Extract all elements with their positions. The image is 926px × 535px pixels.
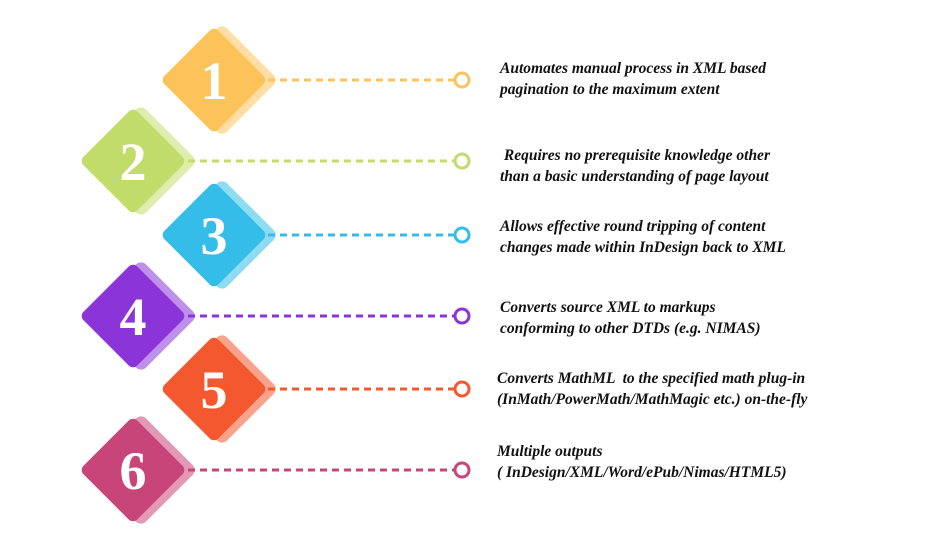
diamond-front-5 xyxy=(162,337,266,441)
description-3-line-1: Allows effective round tripping of conte… xyxy=(500,218,766,235)
description-6-line-1: Multiple outputs xyxy=(497,443,603,460)
description-2-line-2: than a basic understanding of page layou… xyxy=(500,168,769,185)
end-circle-1 xyxy=(453,71,471,89)
description-5-line-2: (InMath/PowerMath/MathMagic etc.) on-the… xyxy=(497,391,808,408)
diamond-front-3 xyxy=(162,183,266,287)
item-1: 1 xyxy=(162,26,471,134)
description-2-line-1: Requires no prerequisite knowledge other xyxy=(500,147,770,164)
end-circle-2 xyxy=(453,152,471,170)
item-3: 3 xyxy=(162,181,471,289)
description-4-line-1: Converts source XML to markups xyxy=(500,299,716,316)
number-5: 5 xyxy=(201,360,228,420)
diamond-front-1 xyxy=(162,28,266,132)
description-4: Converts source XML to markups conformin… xyxy=(500,297,761,339)
number-3: 3 xyxy=(201,206,228,266)
end-circle-3 xyxy=(453,226,471,244)
description-1-line-1: Automates manual process in XML based xyxy=(500,60,766,77)
end-circle-5 xyxy=(453,380,471,398)
diamond-front-2 xyxy=(81,109,185,213)
number-2: 2 xyxy=(120,132,147,192)
description-6: Multiple outputs ( InDesign/XML/Word/ePu… xyxy=(497,441,787,483)
description-3-line-2: changes made within InDesign back to XML xyxy=(500,239,786,256)
number-4: 4 xyxy=(120,287,147,347)
diamond-front-4 xyxy=(81,264,185,368)
item-4: 4 xyxy=(81,262,471,370)
item-2: 2 xyxy=(81,107,471,215)
item-5: 5 xyxy=(162,335,471,443)
description-5: Converts MathML to the specified math pl… xyxy=(497,368,807,410)
description-1-line-2: pagination to the maximum extent xyxy=(500,81,720,98)
description-1: Automates manual process in XML based pa… xyxy=(500,58,766,100)
description-6-line-2: ( InDesign/XML/Word/ePub/Nimas/HTML5) xyxy=(497,464,787,481)
description-4-line-2: conforming to other DTDs (e.g. NIMAS) xyxy=(500,320,761,337)
end-circle-6 xyxy=(453,461,471,479)
end-circle-4 xyxy=(453,307,471,325)
diamond-front-6 xyxy=(81,418,185,522)
description-3: Allows effective round tripping of conte… xyxy=(500,216,786,258)
description-5-line-1: Converts MathML to the specified math pl… xyxy=(497,370,806,387)
description-2: Requires no prerequisite knowledge other… xyxy=(500,145,770,187)
number-6: 6 xyxy=(120,441,147,501)
number-1: 1 xyxy=(201,51,228,111)
item-6: 6 xyxy=(81,416,471,524)
